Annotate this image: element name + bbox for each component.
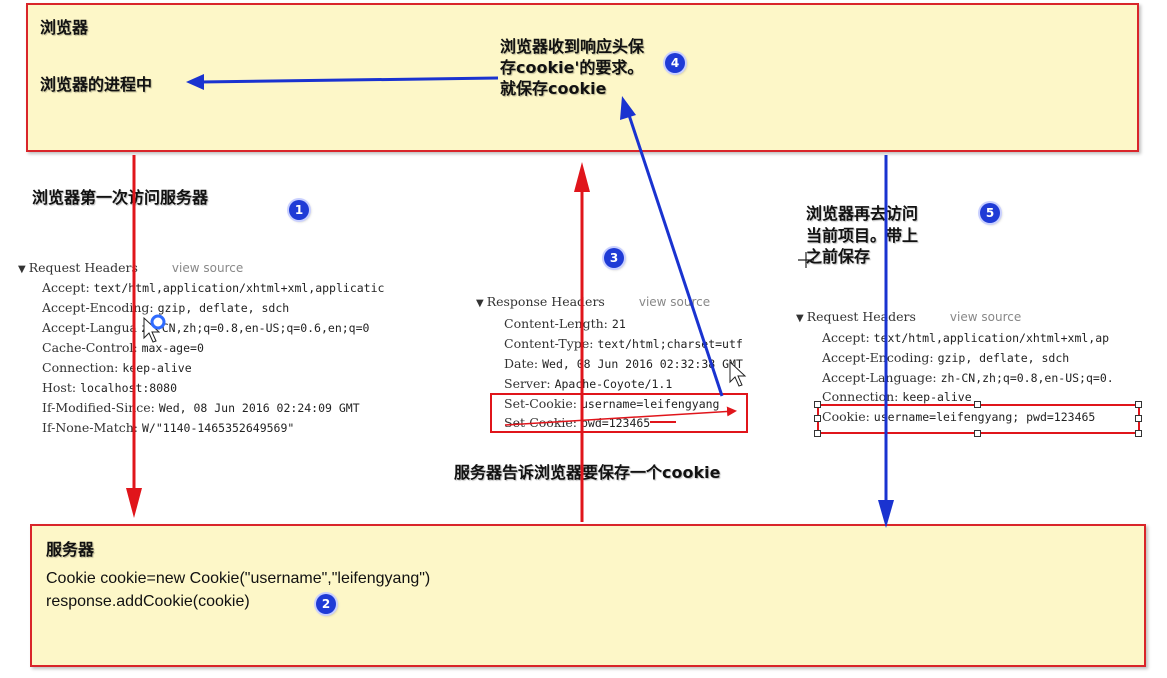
browser-process-label: 浏览器的进程中 <box>40 75 153 94</box>
response-arrow-head <box>574 162 590 192</box>
step-badge-1: 1 <box>289 200 309 220</box>
header-row: Connection: keep-alive <box>822 389 972 404</box>
cursor-highlight-icon <box>150 314 166 330</box>
header-row: Accept-Encoding: gzip, deflate, sdch <box>42 300 290 315</box>
header-row: Accept-Encoding: gzip, deflate, sdch <box>822 350 1070 365</box>
step-badge-2: 2 <box>316 594 336 614</box>
cookie-row: Cookie: username=leifengyang; pwd=123465 <box>822 409 1096 424</box>
header-row: Host: localhost:8080 <box>42 380 177 395</box>
selection-handle[interactable] <box>974 430 981 437</box>
server-code-line-1: Cookie cookie=new Cookie("username","lei… <box>46 570 431 587</box>
mouse-cursor-icon <box>729 360 747 387</box>
header-row: If-Modified-Since: Wed, 08 Jun 2016 02:2… <box>42 400 360 415</box>
expand-triangle-icon[interactable]: ▼ <box>18 264 26 275</box>
setcookie-arrow-head <box>620 96 636 120</box>
header-row: Connection: keep-alive <box>42 360 192 375</box>
step-badge-4: 4 <box>665 53 685 73</box>
save-arrow <box>199 76 499 84</box>
selection-handle[interactable] <box>1135 415 1142 422</box>
browser-note-line-3: 就保存cookie <box>500 79 607 98</box>
expand-triangle-icon[interactable]: ▼ <box>476 298 484 309</box>
header-row: Cache-Control: max-age=0 <box>42 340 204 355</box>
header-row: Accept: text/html,application/xhtml+xml,… <box>822 330 1110 345</box>
set-cookie-row: Set-Cookie: username=leifengyang <box>504 396 720 411</box>
set-cookie-highlight <box>490 393 748 433</box>
header-row: Accept-Language: zh-CN,zh;q=0.8,en-US;q=… <box>822 370 1114 385</box>
header-row: If-None-Match: W/"1140-1465352649569" <box>42 420 295 435</box>
server-title: 服务器 <box>46 540 95 559</box>
view-source-link[interactable]: view source <box>949 310 1022 324</box>
selection-handle[interactable] <box>814 415 821 422</box>
setcookie-arrow <box>626 111 724 397</box>
header-row: Accept: text/html,application/xhtml+xml,… <box>42 280 385 295</box>
first-visit-label: 浏览器第一次访问服务器 <box>32 188 209 207</box>
save-arrow-head <box>186 74 204 90</box>
server-tells-label: 服务器告诉浏览器要保存一个cookie <box>454 463 721 482</box>
selection-handle[interactable] <box>814 401 821 408</box>
selection-handle[interactable] <box>814 430 821 437</box>
browser-note-line-2: 存cookie'的要求。 <box>500 58 644 77</box>
header-row: Date: Wed, 08 Jun 2016 02:32:38 GMT <box>504 356 743 371</box>
browser-title: 浏览器 <box>40 18 89 37</box>
request-arrow-2-head <box>878 500 894 528</box>
step-badge-3: 3 <box>604 248 624 268</box>
server-box <box>30 524 1146 667</box>
browser-box <box>26 3 1139 152</box>
selection-handle[interactable] <box>1135 401 1142 408</box>
selection-handle[interactable] <box>1135 430 1142 437</box>
second-visit-line-2: 当前项目。带上 <box>806 226 919 245</box>
browser-note-line-1: 浏览器收到响应头保 <box>500 37 645 56</box>
second-visit-line-3: 之前保存 <box>806 247 871 266</box>
crosshair-cursor-icon <box>798 252 814 268</box>
selection-handle[interactable] <box>974 401 981 408</box>
second-visit-line-1: 浏览器再去访问 <box>806 204 919 223</box>
header-row: Accept-Langua zh-CN,zh;q=0.8,en-US;q=0.6… <box>42 320 370 335</box>
setcookie-inner-arrow <box>504 406 737 426</box>
mouse-cursor-icon <box>143 316 161 343</box>
request-arrow-1-head <box>126 488 142 518</box>
header-row: Server: Apache-Coyote/1.1 <box>504 376 673 391</box>
view-source-link[interactable]: view source <box>171 261 244 275</box>
expand-triangle-icon[interactable]: ▼ <box>796 313 804 324</box>
step-badge-5: 5 <box>980 203 1000 223</box>
server-code-line-2: response.addCookie(cookie) <box>46 593 250 610</box>
